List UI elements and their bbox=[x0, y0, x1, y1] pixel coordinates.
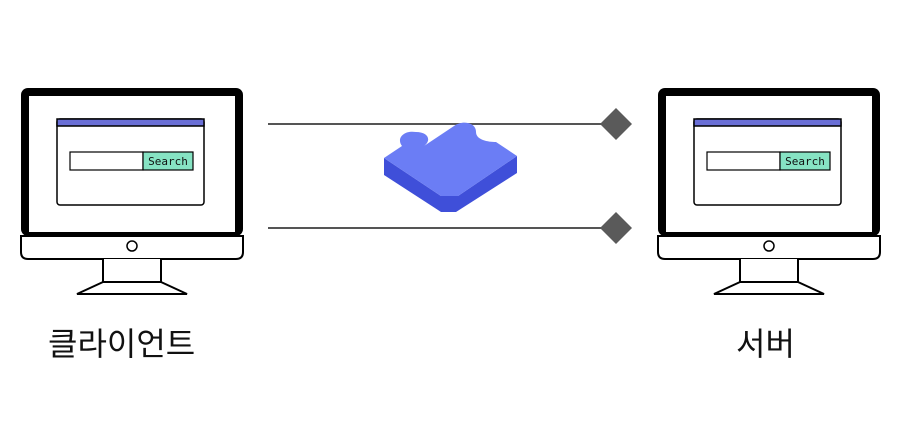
server-monitor-icon: Search bbox=[656, 86, 882, 300]
top-diamond-icon bbox=[600, 108, 632, 140]
server-label: 서버 bbox=[736, 325, 795, 363]
client-search-button-label: Search bbox=[148, 155, 188, 168]
client-label: 클라이언트 bbox=[48, 325, 195, 363]
server-search-button-label: Search bbox=[785, 155, 825, 168]
puzzle-piece-icon bbox=[384, 123, 517, 212]
client-monitor-icon: Search bbox=[19, 86, 245, 300]
bottom-diamond-icon bbox=[600, 212, 632, 244]
